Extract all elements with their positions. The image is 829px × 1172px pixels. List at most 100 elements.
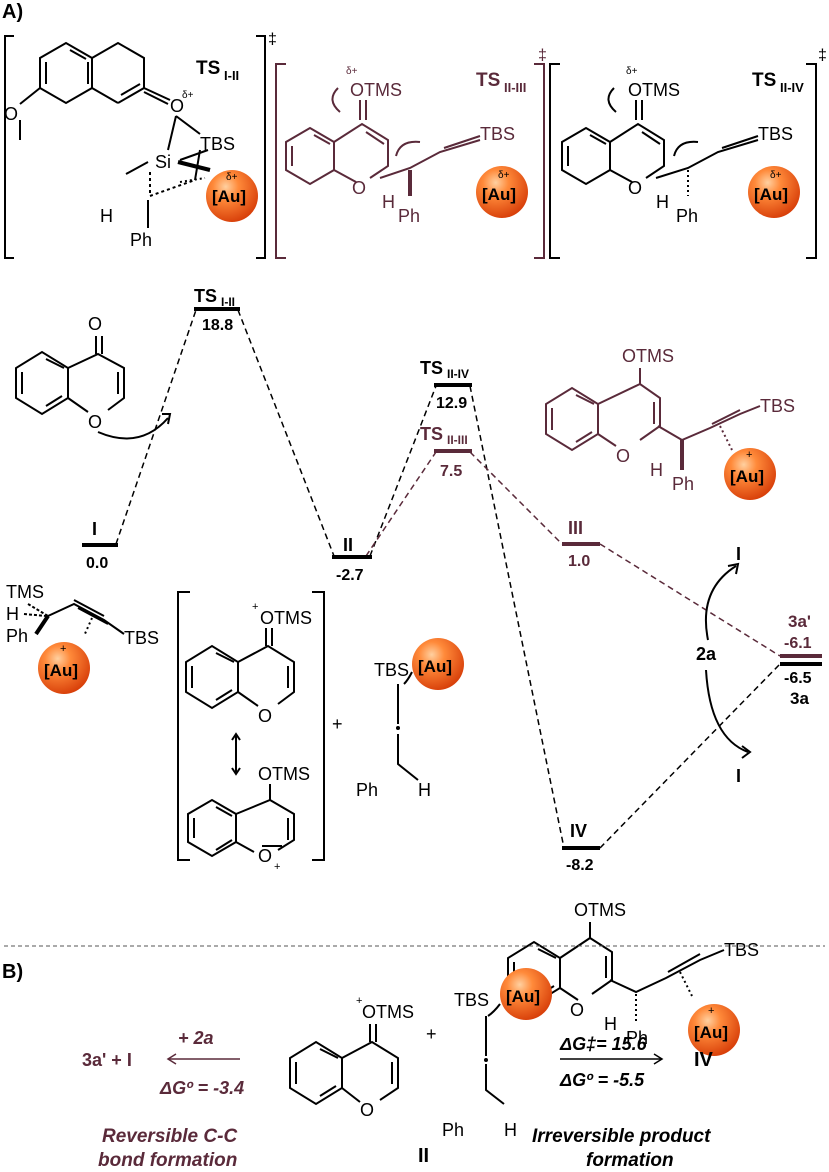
level-value-ts-ii-iii: 7.5 [440,463,462,480]
center-plus-sign: + [426,1024,437,1044]
level-value-ii: -2.7 [336,567,364,584]
panel-b-label: B) [2,961,23,983]
iii-ph: Ph [672,474,694,494]
left-product-text: 3a' + I [82,1050,132,1070]
right-caption-line-1: Irreversible product [532,1126,711,1147]
center-tbs: TBS [454,990,489,1010]
ts-box-i-ii: ‡ TS I-II O δ+ O Si TBS H Ph [Au] δ+ [4,31,277,259]
center-au: [Au] [506,987,540,1006]
ts-i-ii-dagger: ‡ [268,31,277,48]
iii-otms: OTMS [622,346,674,366]
iv-au: [Au] [694,1023,728,1042]
level-label-3a-prime: 3a' [788,612,811,631]
ii-bottom-otms: OTMS [258,764,310,784]
level-value-iv: -8.2 [566,857,594,874]
level-label-ts-ii-iii: TS [420,424,443,444]
iii-au: [Au] [730,467,764,486]
released-i-top: I [736,544,741,564]
ts-ii-iv-ph: Ph [676,206,698,226]
ts-ii-iii-box-label: TS [476,70,500,91]
ts-ii-iii-h: H [382,192,395,212]
ts-i-ii-carbonyl-o: O [170,96,184,116]
ts-i-ii-si: Si [155,152,171,172]
right-product-text: IV [694,1049,714,1071]
ii-plus-sign: + [332,714,343,734]
center-ring-o: O [360,1100,374,1120]
released-i-bottom: I [736,766,741,786]
ii-allenyl-tbs: TBS [374,660,409,680]
ii-bottom-plus: + [274,861,280,873]
complex-i-tbs: TBS [124,628,159,648]
ts-ii-iv-h: H [656,192,669,212]
ts-ii-iv-dagger: ‡ [818,47,827,64]
level-value-ts-i-ii: 18.8 [202,317,233,334]
gold-catalyst-ball-ts3 [748,166,800,218]
ts-ii-iv-otms: OTMS [628,80,680,100]
panel-b-left-equilibrium: 3a' + I + 2a ΔGº = -3.4 Reversible C-C b… [82,1028,244,1171]
intermediate-ii-structure: + OTMS O OTMS O + + TBS [Au] Ph H [177,591,464,873]
ts-i-ii-h: H [100,206,113,226]
right-dg-activation: ΔG‡= 15.6 [559,1034,648,1054]
center-ph: Ph [442,1120,464,1140]
iv-ring-o: O [570,1000,584,1020]
iii-plus: + [746,449,752,461]
level-label-ii: II [343,535,353,555]
iii-h: H [650,460,663,480]
ii-allenyl-h: H [418,780,431,800]
ts-box-ii-iii: ‡ TS II-III δ+ OTMS O TBS H Ph [Au] δ+ [275,47,547,259]
ts-i-ii-box-sub: I-II [224,68,239,83]
ts-i-ii-tbs: TBS [200,134,235,154]
complex-i-plus: + [60,643,66,655]
center-h: H [504,1120,517,1140]
ts-ii-iv-au: [Au] [754,185,788,204]
gold-catalyst-ball-complex-i [38,642,90,694]
ts-ii-iii-delta-au: δ+ [498,170,510,181]
iv-tbs: TBS [724,940,759,960]
iii-ring-o: O [616,446,630,466]
iv-plus: + [708,1005,714,1017]
ts-ii-iv-box-label: TS [752,70,776,91]
center-otms: OTMS [362,1002,414,1022]
level-label-iii: III [568,518,583,538]
panel-b-right-equilibrium: ΔG‡= 15.6 ΔGº = -5.5 IV Irreversible pro… [532,1034,714,1171]
chromone-carbonyl-o: O [88,314,102,334]
level-sub-ts-ii-iv: II-IV [447,367,469,381]
level-value-3a-prime: -6.1 [784,635,812,652]
panel-b-center-ii: + OTMS O + TBS [Au] Ph H II [289,968,552,1167]
panel-a-label: A) [2,1,23,23]
ts-ii-iv-tbs: TBS [758,124,793,144]
complex-i-ph: Ph [6,626,28,646]
ts-ii-iii-tbs: TBS [480,124,515,144]
product-iii-structure: OTMS O H TBS Ph [Au] + [545,346,795,500]
left-caption-line-1: Reversible C-C [102,1126,237,1147]
ts-ii-iii-au: [Au] [482,185,516,204]
ts-i-ii-au: [Au] [212,187,246,206]
ts-ii-iv-ring-o: O [628,178,642,198]
energy-connectors [115,309,781,849]
ts-ii-iv-delta-au: δ+ [770,170,782,181]
complex-i-au: [Au] [44,661,78,680]
level-value-i: 0.0 [86,555,108,572]
level-value-iii: 1.0 [568,553,590,570]
chromone-ring-o: O [88,412,102,432]
gold-catalyst-ball-iv [688,1004,740,1056]
ii-top-otms: OTMS [260,608,312,628]
level-label-ts-i-ii: TS [194,286,217,306]
ts-ii-iii-ph: Ph [398,206,420,226]
complex-i-tms: TMS [6,582,44,602]
left-dg-text: ΔGº = -3.4 [159,1078,244,1098]
ts-ii-iv-box-sub: II-IV [780,80,804,95]
gold-catalyst-ball-iii [724,448,776,500]
level-label-iv: IV [570,821,587,841]
chromone-reactant: O O [15,314,172,440]
center-label-ii: II [418,1145,429,1167]
center-plus-top: + [356,995,362,1007]
left-reagent-text: + 2a [178,1028,214,1048]
iv-ph: Ph [626,1028,648,1048]
energy-levels: I 0.0 TS I-II 18.8 II -2.7 TS II-IV 12.9… [82,286,822,874]
ts-ii-iii-otms: OTMS [350,80,402,100]
iii-tbs: TBS [760,396,795,416]
iv-otms: OTMS [574,900,626,920]
level-label-i: I [92,519,97,539]
